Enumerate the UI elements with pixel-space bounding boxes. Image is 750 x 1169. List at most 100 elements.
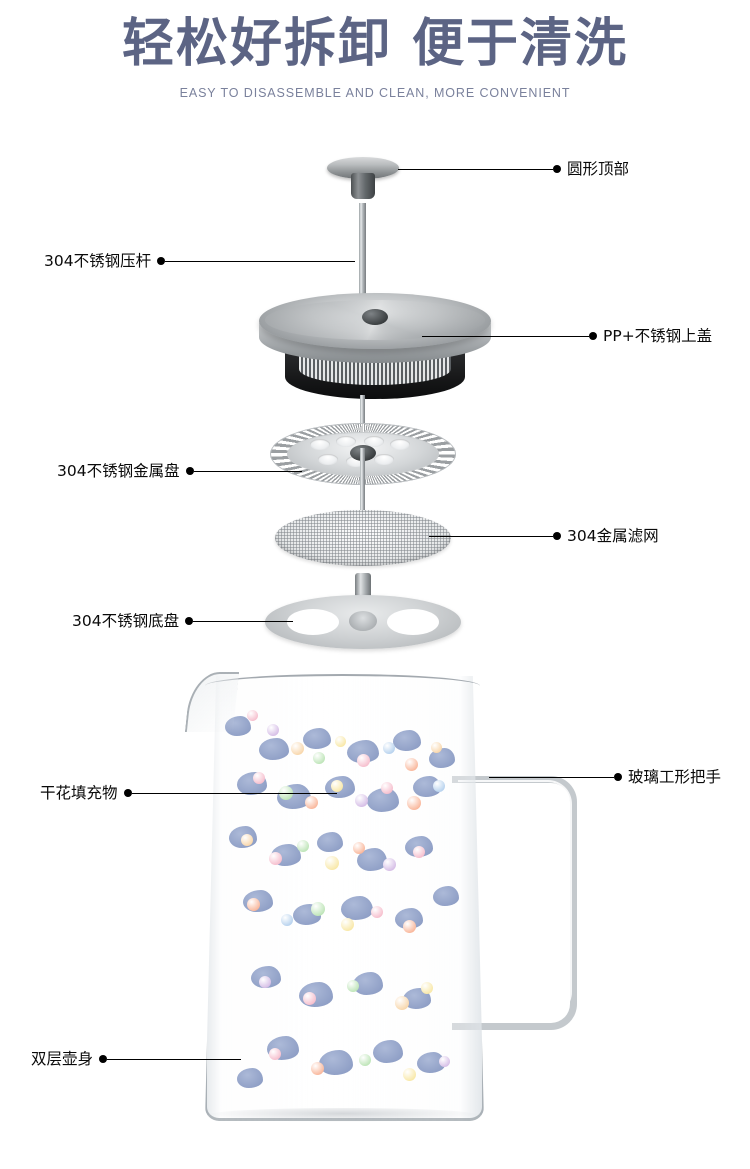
pastel-berry: [371, 906, 383, 918]
pour-spout: [184, 672, 240, 732]
pastel-berry: [247, 710, 258, 721]
dried-petal: [417, 1052, 445, 1073]
glass-rim: [205, 674, 480, 686]
pastel-berry: [407, 796, 421, 810]
leader-line: [131, 792, 337, 794]
callout-label: 圆形顶部: [567, 160, 630, 178]
callout-filter-screen: 304金属滤网: [429, 527, 659, 545]
pastel-berry: [267, 724, 279, 736]
plunger-rod-mid: [360, 395, 365, 445]
double-wall-glass-pitcher: [184, 668, 640, 1128]
pastel-berry: [325, 856, 339, 870]
callout-plunger-rod: 304不锈钢压杆: [44, 252, 356, 270]
dried-petal: [303, 728, 331, 749]
glass-handle: [452, 776, 577, 1030]
dried-petal: [319, 1050, 353, 1075]
plunger-rod-lower: [360, 448, 365, 552]
dried-petal: [347, 740, 379, 763]
pastel-berry: [439, 1056, 450, 1067]
leader-dot: [553, 532, 561, 540]
callout-label: 304不锈钢底盘: [72, 612, 180, 630]
disc-hole: [374, 454, 394, 465]
callout-base-plate: 304不锈钢底盘: [72, 612, 294, 630]
pastel-berry: [383, 742, 395, 754]
pastel-berry: [353, 842, 365, 854]
pastel-berry: [433, 780, 445, 792]
dried-petal: [357, 848, 387, 871]
dried-petal: [237, 1068, 263, 1088]
base-plate-ring: [265, 595, 461, 649]
pastel-berry: [413, 846, 425, 858]
leader-dot: [553, 165, 561, 173]
pastel-berry: [331, 780, 343, 792]
page-subtitle: EASY TO DISASSEMBLE AND CLEAN, MORE CONV…: [179, 86, 571, 100]
pastel-berry: [291, 742, 304, 755]
leader-line: [429, 535, 553, 537]
glass-handle-highlight: [458, 780, 572, 1016]
pastel-berry: [403, 1068, 416, 1081]
base-hub: [349, 611, 377, 631]
callout-round-top: 圆形顶部: [398, 160, 629, 178]
pastel-berry: [241, 834, 253, 846]
callout-double-wall-body: 双层壶身: [31, 1050, 242, 1068]
pastel-berry: [297, 840, 309, 852]
leader-dot: [123, 789, 132, 797]
pastel-berry: [253, 772, 265, 784]
callout-label: 干花填充物: [40, 784, 118, 802]
callout-label: PP+不锈钢上盖: [603, 327, 713, 345]
pastel-berry: [381, 782, 393, 794]
pastel-berry: [259, 976, 271, 988]
pastel-berry: [403, 920, 416, 933]
leader-line: [107, 1058, 242, 1060]
pastel-berry: [305, 796, 318, 809]
leader-line: [193, 470, 302, 472]
callout-label: 304不锈钢金属盘: [57, 462, 180, 480]
pastel-berry: [313, 752, 325, 764]
disc-hole: [364, 436, 384, 447]
dried-petal: [393, 730, 421, 751]
knob-cap: [327, 157, 399, 179]
pastel-berry: [383, 858, 396, 871]
round-knob-part: [327, 157, 399, 199]
disc-hole: [390, 439, 410, 450]
pastel-berry: [357, 754, 370, 767]
base-cutout: [387, 609, 439, 635]
stainless-base-plate-part: [265, 573, 461, 649]
dried-petal: [433, 886, 459, 906]
dried-petal: [317, 832, 343, 852]
callout-top-lid: PP+不锈钢上盖: [422, 327, 712, 345]
dried-petal: [395, 908, 423, 929]
leader-dot: [185, 467, 194, 475]
plunger-rod-upper: [359, 203, 366, 303]
header: 轻松好拆卸 便于清洗 EASY TO DISASSEMBLE AND CLEAN…: [0, 0, 750, 100]
pastel-berry: [247, 898, 260, 911]
callout-glass-handle: 玻璃工形把手: [489, 768, 721, 786]
leader-line: [422, 335, 589, 337]
leader-dot: [614, 773, 622, 781]
disc-hole: [318, 454, 338, 465]
leader-line: [165, 260, 356, 262]
disc-hole: [346, 456, 366, 467]
leader-dot: [157, 257, 166, 265]
disc-hole: [336, 436, 356, 447]
pastel-berry: [269, 1048, 281, 1060]
leader-dot: [589, 332, 597, 340]
pastel-berry: [303, 992, 316, 1005]
pastel-berry: [335, 736, 346, 747]
dried-petal: [373, 1040, 403, 1063]
pastel-berry: [311, 1062, 324, 1075]
leader-dot: [185, 617, 194, 625]
pastel-berry: [421, 982, 433, 994]
pitcher-base-shadow: [208, 1108, 478, 1122]
pastel-berry: [281, 914, 293, 926]
pastel-berry: [405, 758, 418, 771]
leader-line: [398, 168, 553, 170]
stainless-lid-part: [259, 293, 491, 401]
pastel-berry: [431, 742, 442, 753]
pastel-berry: [355, 794, 368, 807]
callout-label: 玻璃工形把手: [628, 768, 722, 786]
pastel-berry: [269, 852, 282, 865]
leader-line: [193, 620, 294, 622]
disc-hole: [310, 439, 330, 450]
page-title: 轻松好拆卸 便于清洗: [121, 14, 629, 74]
